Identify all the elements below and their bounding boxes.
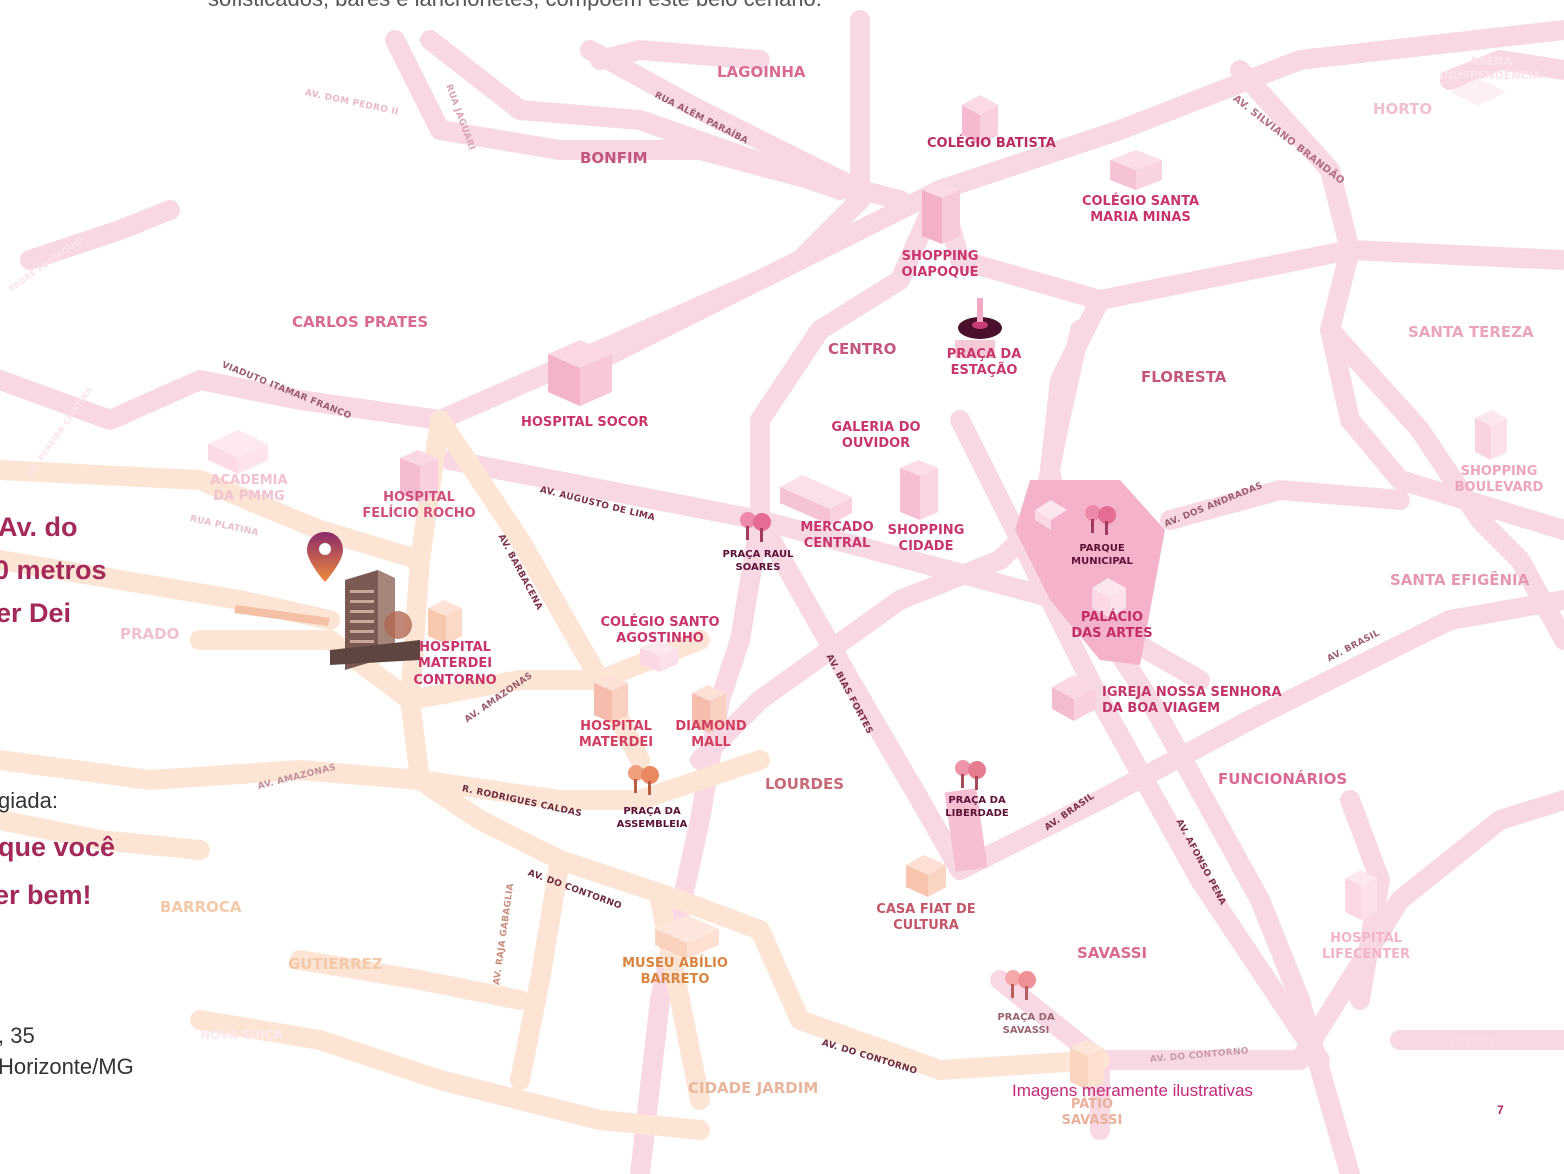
label-santa-efigenia: SANTA EFIGÊNIA bbox=[1390, 571, 1530, 589]
label-casa-fiat: CASA FIAT DE CULTURA bbox=[876, 902, 976, 934]
label-praca-estacao: PRAÇA DA ESTAÇÃO bbox=[946, 347, 1022, 379]
label-hospital-materdei-contorno: HOSPITAL MATERDEI CONTORNO bbox=[413, 640, 497, 688]
buildings bbox=[208, 78, 1507, 1090]
label-savassi: SAVASSI bbox=[1077, 944, 1148, 962]
label-gutierrez: GUTIERREZ bbox=[288, 955, 383, 973]
label-shopping-oiapoque: SHOPPING OIAPOQUE bbox=[901, 249, 979, 281]
label-mercado-central: MERCADO CENTRAL bbox=[800, 520, 874, 552]
label-diamond-mall: DIAMOND MALL bbox=[675, 719, 747, 751]
label-praca-savassi: PRAÇA DA SAVASSI bbox=[997, 1012, 1055, 1036]
label-santa-tereza: SANTA TEREZA bbox=[1408, 323, 1534, 341]
side-text-line-5: que você bbox=[0, 832, 116, 862]
label-colegio-batista: COLÉGIO BATISTA bbox=[927, 136, 1056, 151]
page-number: 7 bbox=[1497, 1103, 1504, 1117]
label-hospital-felicio: HOSPITAL FELÍCIO ROCHO bbox=[362, 490, 476, 522]
label-hospital-materdei: HOSPITAL MATERDEI bbox=[578, 719, 654, 751]
label-nova-suica: NOVA SUÍÇA bbox=[200, 1028, 283, 1042]
label-praca-liberdade: PRAÇA DA LIBERDADE bbox=[945, 795, 1009, 819]
label-palacio-artes: PALÁCIO DAS ARTES bbox=[1071, 610, 1153, 642]
label-serra: SERRA bbox=[1445, 1033, 1501, 1051]
address-line-2: Horizonte/MG bbox=[0, 1054, 134, 1079]
label-colegio-santo-agostinho: COLÉGIO SANTO AGOSTINHO bbox=[600, 615, 720, 647]
label-praca-assembleia: PRAÇA DA ASSEMBLEIA bbox=[616, 806, 688, 830]
side-text-line-1: Av. do bbox=[0, 512, 78, 542]
label-galeria-ouvidor: GALERIA DO OUVIDOR bbox=[831, 420, 921, 452]
roads-pink bbox=[0, 10, 1564, 1174]
label-centro: CENTRO bbox=[828, 340, 897, 358]
intro-text: sofisticados, bares e lanchonetes, compõ… bbox=[208, 0, 822, 12]
label-colegio-santa-maria: COLÉGIO SANTA MARIA MINAS bbox=[1081, 194, 1200, 226]
side-text-line-4: giada: bbox=[0, 788, 58, 813]
label-parque-municipal: PARQUE MUNICIPAL bbox=[1071, 543, 1133, 567]
label-shopping-boulevard: SHOPPING BOULEVARD bbox=[1454, 464, 1544, 496]
label-funcionarios: FUNCIONÁRIOS bbox=[1218, 770, 1348, 788]
side-text-line-2: 0 metros bbox=[0, 555, 107, 585]
label-shopping-cidade: SHOPPING CIDADE bbox=[887, 523, 965, 555]
label-carlos-prates: CARLOS PRATES bbox=[292, 313, 429, 331]
label-bonfim: BONFIM bbox=[580, 149, 648, 167]
label-patio-savassi: PÁTIO SAVASSI bbox=[1061, 1097, 1123, 1129]
estacao-area bbox=[955, 340, 995, 358]
label-academia-pmmg: ACADEMIA DA PMMG bbox=[210, 473, 288, 505]
label-igreja-boa-viagem: IGREJA NOSSA SENHORA DA BOA VIAGEM bbox=[1102, 685, 1282, 717]
label-hospital-socor: HOSPITAL SOCOR bbox=[521, 415, 649, 430]
label-barroca: BARROCA bbox=[160, 898, 242, 916]
praca-liberdade-area bbox=[944, 788, 988, 872]
label-hospital-lifecenter: HOSPITAL LIFECENTER bbox=[1322, 931, 1410, 963]
location-pin-icon bbox=[307, 532, 343, 582]
parque-municipal-area bbox=[1015, 480, 1165, 665]
label-praca-raul-soares: PRAÇA RAUL SOARES bbox=[722, 549, 794, 573]
praca-estacao-icon bbox=[958, 298, 1002, 339]
label-horto: HORTO bbox=[1373, 100, 1433, 118]
label-floresta: FLORESTA bbox=[1141, 368, 1227, 386]
illustrative-caption: Imagens meramente ilustrativas bbox=[1012, 1081, 1253, 1100]
label-lagoinha: LAGOINHA bbox=[717, 63, 806, 81]
label-arena: ARENA INDEPENDÊNCIA bbox=[1439, 55, 1542, 82]
label-prado: PRADO bbox=[120, 625, 180, 643]
label-lourdes: LOURDES bbox=[765, 775, 845, 793]
label-museu-abilio: MUSEU ABÍLIO BARRETO bbox=[622, 956, 728, 988]
side-text-line-6: er bem! bbox=[0, 880, 92, 910]
residential-tower bbox=[234, 570, 420, 670]
tree-icons bbox=[628, 505, 1116, 1000]
label-cidade-jardim: CIDADE JARDIM bbox=[688, 1079, 819, 1097]
side-text-line-3: er Dei bbox=[0, 598, 72, 628]
address-line-1: , 35 bbox=[0, 1023, 35, 1048]
